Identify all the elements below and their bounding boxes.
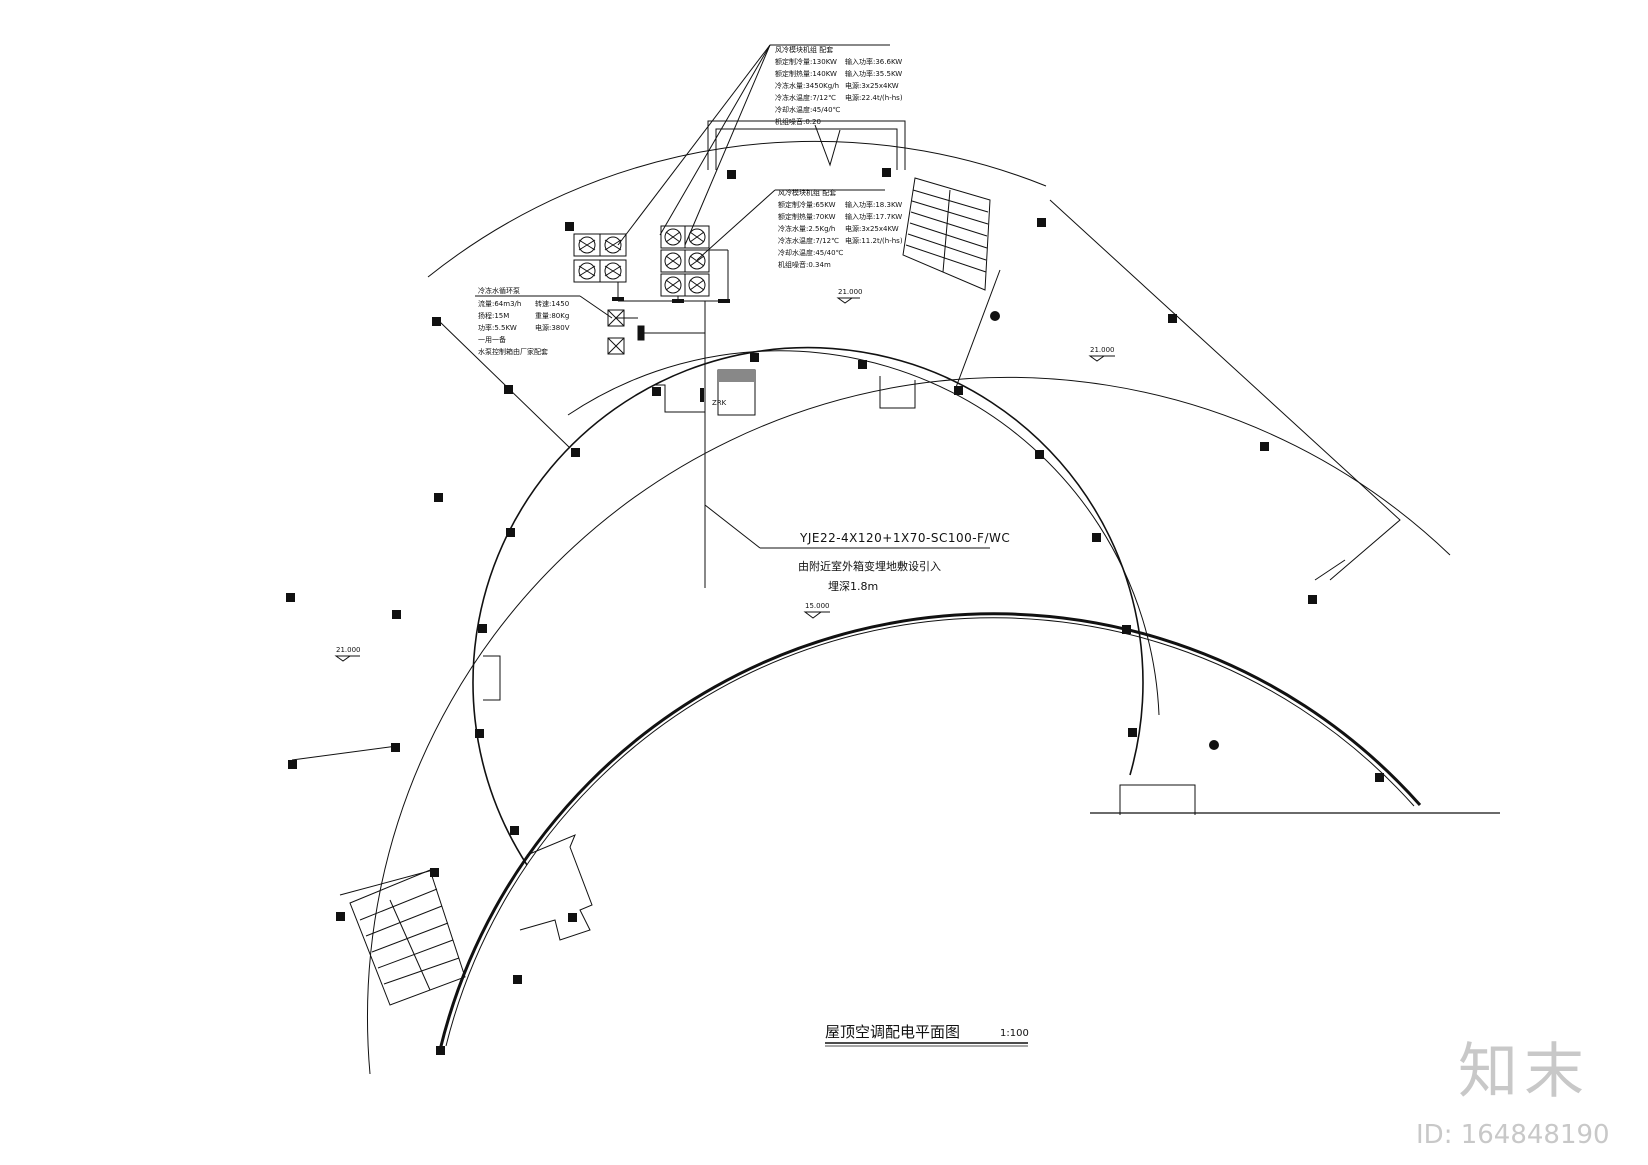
spec-top-l5: 机组噪音:0.20 — [775, 117, 821, 126]
spec-mid-header: 风冷模块机组 配套 — [778, 188, 836, 197]
panel-label: ZRK — [712, 399, 727, 407]
columns — [286, 168, 1384, 1055]
ac-modules-right — [660, 225, 710, 297]
spec-mid-r3: 电源:11.2t/(h-hs) — [845, 236, 903, 245]
spec-top-r2: 电源:3x25x4KW — [845, 81, 899, 90]
outer-dimension-arc — [367, 376, 1451, 1075]
wiring — [616, 249, 730, 588]
spec-pump-header: 冷冻水循环泵 — [478, 286, 520, 295]
spec-mid-l1: 额定制热量:70KW — [778, 212, 836, 221]
cable-note-line2: 埋深1.8m — [828, 580, 878, 593]
watermark-logo: 知末 — [1458, 1037, 1590, 1107]
cable-spec: YJE22-4X120+1X70-SC100-F/WC — [799, 531, 1010, 545]
spec-mid-l0: 额定制冷量:65KW — [778, 200, 836, 209]
watermark-id: ID: 164848190 — [1416, 1120, 1610, 1150]
inner-protrusion-left — [483, 655, 501, 701]
elevation-left: 21.000 — [336, 646, 361, 654]
spec-block-mid: 风冷模块机组 配套 额定制冷量:65KW 额定制热量:70KW 冷冻水量:2.5… — [778, 188, 903, 269]
inner-wall-outer-line — [567, 350, 1160, 716]
right-wing-outer — [1049, 199, 1401, 581]
drawing-scale: 1:100 — [1000, 1028, 1029, 1039]
stair-top-right — [902, 177, 991, 291]
spec-top-header: 风冷模块机组 配套 — [775, 45, 833, 54]
spec-pump-r1: 重量:80Kg — [535, 312, 569, 320]
spec-mid-r0: 输入功率:18.3KW — [845, 200, 902, 209]
spec-pump-r2: 电源:380V — [535, 323, 570, 332]
spec-top-r1: 输入功率:35.5KW — [845, 69, 902, 78]
spec-pump-l2: 功率:5.5KW — [478, 323, 517, 332]
elevation-main: 15.000 — [805, 602, 830, 610]
spec-top-l4: 冷却水温度:45/40℃ — [775, 105, 841, 114]
inner-protrusion-bottom — [519, 834, 593, 941]
ac-modules-left — [599, 233, 627, 283]
spec-pump-footnote: 一用一备 — [478, 335, 506, 344]
spec-mid-r2: 电源:3x25x4KW — [845, 224, 899, 233]
outer-wall-inner-line — [445, 617, 1415, 1047]
drawing-title: 屋顶空调配电平面图 — [825, 1023, 960, 1041]
spec-top-l3: 冷冻水温度:7/12℃ — [775, 93, 836, 102]
spec-top-r3: 电源:22.4t/(h-hs) — [845, 93, 903, 102]
panel-bars — [612, 297, 730, 402]
spec-mid-l2: 冷冻水量:2.5Kg/h — [778, 224, 835, 233]
hatched-room — [718, 370, 755, 382]
elevation-marks — [334, 297, 1115, 662]
inner-rooms — [655, 369, 916, 416]
spec-top-l2: 冷冻水量:3450Kg/h — [775, 81, 839, 90]
canopy-arc — [427, 140, 1047, 278]
radial-partitions — [291, 269, 1346, 896]
elevation-top: 21.000 — [838, 288, 863, 296]
spec-top-r0: 输入功率:36.6KW — [845, 57, 902, 66]
stair-bottom-left — [349, 869, 466, 1006]
spec-block-top: 风冷模块机组 配套 额定制冷量:130KW 额定制热量:140KW 冷冻水量:3… — [775, 45, 903, 126]
spec-mid-l3: 冷冻水温度:7/12℃ — [778, 236, 839, 245]
pumps — [607, 309, 645, 355]
spec-pump-footnote2: 水泵控制箱由厂家配套 — [478, 347, 548, 356]
leader-lines — [475, 44, 990, 549]
spec-mid-l5: 机组噪音:0.34m — [778, 260, 831, 269]
spec-block-pump: 冷冻水循环泵 流量:64m3/h 扬程:15M 功率:5.5KW 转速:1450… — [478, 286, 570, 356]
spec-top-l0: 额定制冷量:130KW — [775, 57, 837, 66]
top-opening-box — [707, 120, 906, 170]
ac-modules-left-2 — [573, 233, 601, 283]
spec-top-l1: 额定制热量:140KW — [775, 69, 837, 78]
spec-pump-l0: 流量:64m3/h — [478, 299, 521, 308]
spec-mid-r1: 输入功率:17.7KW — [845, 212, 902, 221]
outer-wall — [438, 612, 1422, 1051]
cable-note-line1: 由附近室外箱变埋地敷设引入 — [798, 559, 941, 573]
spec-pump-r0: 转速:1450 — [535, 299, 569, 308]
spec-pump-l1: 扬程:15M — [478, 311, 509, 320]
right-wing-box — [1119, 784, 1196, 815]
spec-mid-l4: 冷却水温度:45/40℃ — [778, 248, 844, 257]
top-opening-diagonal — [814, 124, 841, 167]
elevation-right: 21.000 — [1090, 346, 1115, 354]
